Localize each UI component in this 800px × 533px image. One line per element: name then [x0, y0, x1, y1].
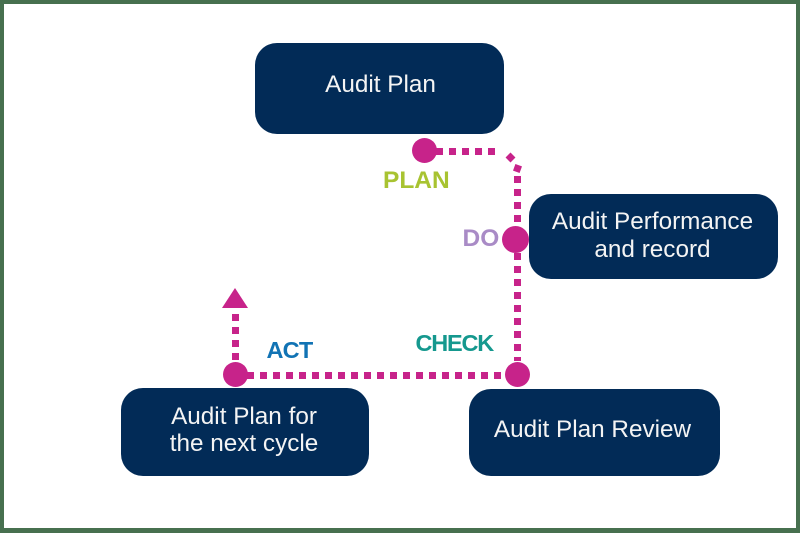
corner-dash-2	[512, 164, 522, 173]
act-step-label: ACT	[266, 336, 314, 363]
do-node-dot	[502, 226, 529, 253]
plan-node-dot	[411, 138, 437, 163]
audit-performance-box: Audit Performance and record	[529, 194, 778, 279]
audit-performance-line1: Audit Performance	[551, 207, 754, 235]
audit-plan-review-label: Audit Plan Review	[493, 416, 692, 443]
audit-plan-next-cycle-box: Audit Plan for the next cycle	[121, 388, 369, 476]
dotted-segment-do-to-check	[514, 253, 521, 361]
do-step-label: DO	[462, 225, 500, 252]
plan-step-label: PLAN	[383, 167, 450, 194]
check-node-dot	[504, 361, 530, 387]
check-step-label: CHECK	[415, 330, 495, 356]
dotted-segment-act-to-check	[247, 372, 505, 379]
audit-plan-box: Audit Plan	[255, 43, 504, 134]
cycle-arrow-up-icon	[222, 288, 248, 308]
dotted-segment-corner-to-do	[514, 176, 521, 227]
dotted-segment-arrow-to-act	[231, 314, 239, 362]
audit-plan-next-line1: Audit Plan for	[171, 402, 317, 430]
audit-performance-line2: and record	[594, 235, 711, 263]
dotted-segment-plan-to-corner	[436, 147, 501, 155]
audit-plan-next-line2: the next cycle	[169, 429, 319, 457]
act-node-dot	[223, 361, 248, 387]
audit-plan-label: Audit Plan	[325, 70, 436, 98]
audit-plan-review-box: Audit Plan Review	[469, 389, 720, 476]
corner-dash-1	[505, 152, 516, 163]
